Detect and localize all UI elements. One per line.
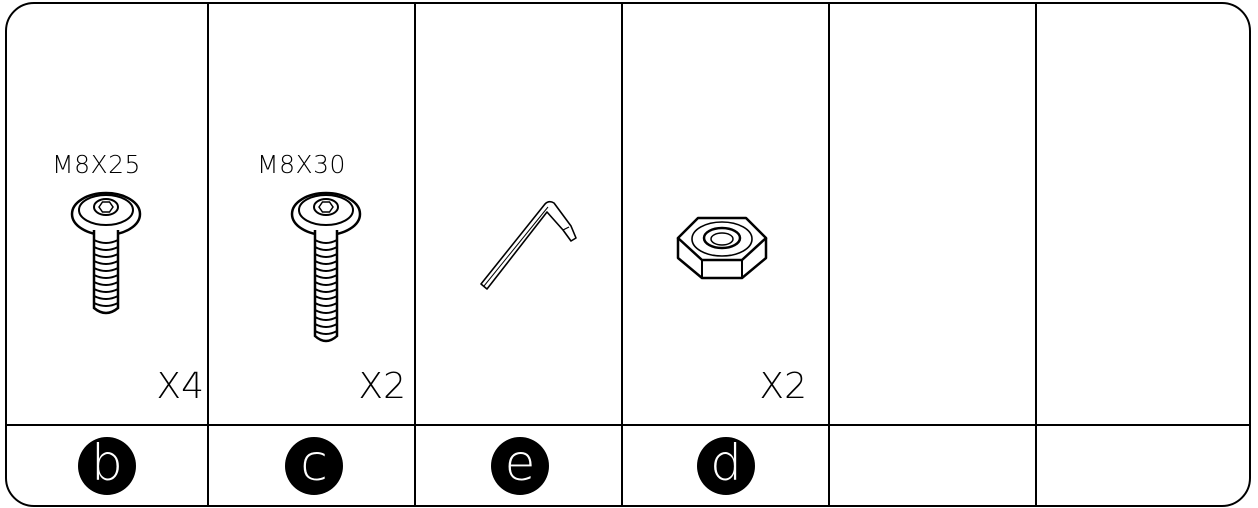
allen-key-icon — [475, 196, 585, 296]
part-letter-badge: c — [285, 437, 343, 495]
bolt-quantity: X4 — [104, 366, 204, 407]
bolt-icon — [66, 190, 146, 320]
nut-quantity: X2 — [707, 366, 807, 407]
bolt-spec-label: M8X30 — [257, 150, 346, 179]
bolt-quantity: X2 — [306, 366, 406, 407]
bolt-spec-label: M8X25 — [52, 150, 141, 179]
part-letter-badge: d — [697, 437, 755, 495]
hex-nut-icon — [672, 212, 772, 292]
bolt-icon — [286, 190, 366, 348]
part-letter-badge: e — [491, 437, 549, 495]
part-letter-badge: b — [78, 437, 136, 495]
